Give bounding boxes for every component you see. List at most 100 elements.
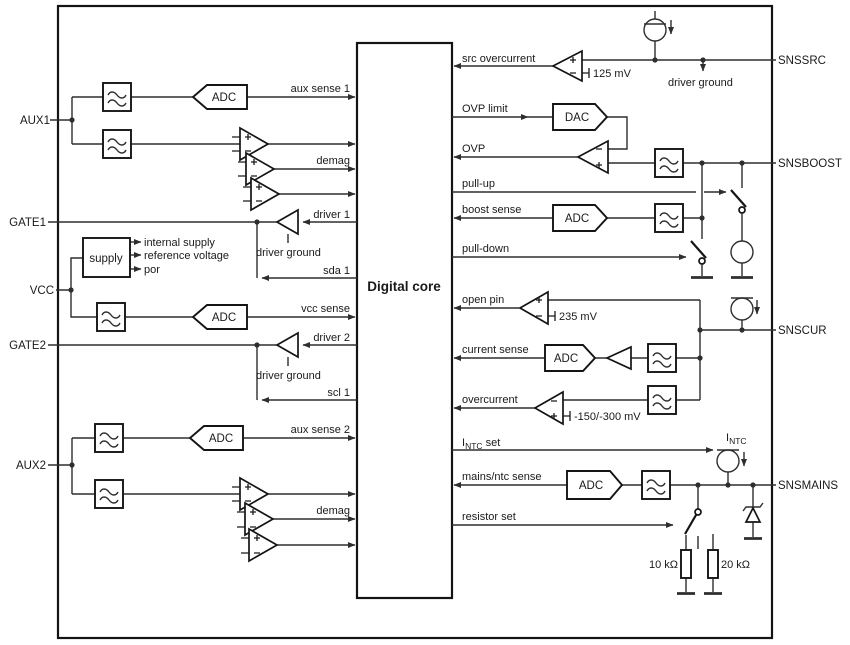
resistor-icon [707,549,719,579]
vcc-wires [56,239,356,320]
snsmains-wires [453,482,776,488]
adc-label: ADC [212,92,236,104]
aux2-adc-block: ADC [188,425,244,451]
signal-label-aux-sense-2: aux sense 2 [291,424,350,436]
snsboost-filter filter-icon [654,148,684,178]
signal-label-intc-set: INTC set [462,437,500,451]
pulldown-switch-icon [690,240,713,279]
aux2-comparator-3 comparator-icon [241,527,279,563]
pin-label-gate1: GATE1 [9,217,46,229]
aux1-filter-lower filter-icon [102,129,132,159]
value-label-125mv: 125 mV [593,68,632,80]
snscur-current-source-icon [730,297,760,321]
open-pin-comparator comparator-icon [453,290,556,326]
digital-core-label: Digital core [367,279,441,294]
signal-label-pull-down: pull-down [462,243,509,255]
resistor-select-switch-icon [684,485,702,549]
current-sense-filter filter-icon [647,343,677,373]
adc-label: ADC [579,480,603,492]
signal-label-pull-up: pull-up [462,178,495,190]
pin-label-gate2: GATE2 [9,340,46,352]
mains-filter filter-icon [641,470,671,500]
signal-label-driver-2: driver 2 [313,332,350,344]
signal-label-reference-voltage: reference voltage [144,250,229,262]
signal-label-mains-ntc-sense: mains/ntc sense [462,471,541,483]
aux1-comparator-1 comparator-icon [232,126,270,162]
intc-current-source-icon [716,449,747,473]
aux1-comparator-3 comparator-icon [243,176,281,212]
dac-label: DAC [565,112,589,124]
pullup-current-source-icon [730,240,754,264]
adc-label: ADC [209,433,233,445]
gate1-driver-amp-icon [275,208,299,236]
pin-label-vcc: VCC [30,285,54,297]
signal-label-vcc-sense: vcc sense [301,303,350,315]
overcurrent-comparator comparator-icon [533,390,571,426]
signal-label-driver-ground-2: driver ground [256,370,321,382]
aux1-comparator-2 comparator-icon [238,151,276,187]
pin-label-aux2: AUX2 [16,460,46,472]
signal-label-demag-1: demag [316,155,350,167]
snssrc-wires [453,11,776,72]
aux2-section-wires [48,435,356,548]
current-sense-adc-block: ADC [544,344,597,372]
signal-label-overcurrent: overcurrent [462,394,518,406]
vcc-adc-block: ADC [191,304,248,330]
overcurrent-filter filter-icon [647,385,677,415]
gate2-wires [48,342,357,403]
aux1-section-wires [50,94,356,197]
supply-label: supply [89,253,122,265]
src-overcurrent-comparator comparator-icon [551,49,590,83]
boost-sense-wires [453,215,705,221]
resistor-icon [680,549,692,579]
aux2-filter-lower filter-icon [94,479,124,509]
signal-label-open-pin: open pin [462,294,504,306]
resistor-10k [677,535,695,595]
vcc-filter filter-icon [96,302,126,332]
signal-label-sda-1: sda 1 [323,265,350,277]
gate1-wires [48,219,357,281]
value-label-20k: 20 kΩ [721,559,750,571]
aux2-comparator-2 comparator-icon [237,501,275,537]
adc-label: ADC [212,312,236,324]
current-sense-amp-icon [604,345,632,371]
ovp-comparator comparator-icon [576,139,609,175]
signal-label-boost-sense: boost sense [462,204,521,216]
signal-label-scl-1: scl 1 [327,387,350,399]
signal-label-src-overcurrent: src overcurrent [462,53,535,65]
aux2-comparator-1 comparator-icon [232,476,270,512]
mains-adc-block: ADC [566,470,624,500]
resistor-20k [704,534,722,595]
pin-label-snsboost: SNSBOOST [778,158,842,170]
pin-label-snssrc: SNSSRC [778,55,826,67]
snssrc-current-source-icon [643,18,674,42]
overcurrent-wires [453,399,700,411]
signal-label-intc: INTC [726,432,747,446]
signal-label-internal-supply: internal supply [144,237,215,249]
pin-label-snscur: SNSCUR [778,325,827,337]
signal-label-aux-sense-1: aux sense 1 [291,83,350,95]
signal-label-current-sense: current sense [462,344,529,356]
adc-label: ADC [554,353,578,365]
gate2-driver-amp-icon [275,331,299,359]
signal-label-driver-ground-3: driver ground [668,77,733,89]
aux1-adc-block: ADC [191,84,248,110]
ovp-wires [452,114,776,239]
aux1-filter-upper filter-icon [102,82,132,112]
digital-core-block [355,41,454,600]
zener-diode-icon [742,485,764,540]
pullup-switch-icon [730,189,754,279]
supply-block: supply [82,237,131,278]
snscur-wires [548,299,776,400]
value-label-150-300mv: -150/-300 mV [574,411,641,423]
value-label-235mv: 235 mV [559,311,598,323]
signal-label-ovp: OVP [462,143,485,155]
signal-label-demag-2: demag [316,505,350,517]
adc-label: ADC [565,213,589,225]
signal-label-driver-ground-1: driver ground [256,247,321,259]
aux2-filter-upper filter-icon [94,423,124,453]
signal-label-driver-1: driver 1 [313,209,350,221]
ovp-dac-block: DAC [552,103,609,131]
boost-adc-block: ADC [552,204,609,232]
